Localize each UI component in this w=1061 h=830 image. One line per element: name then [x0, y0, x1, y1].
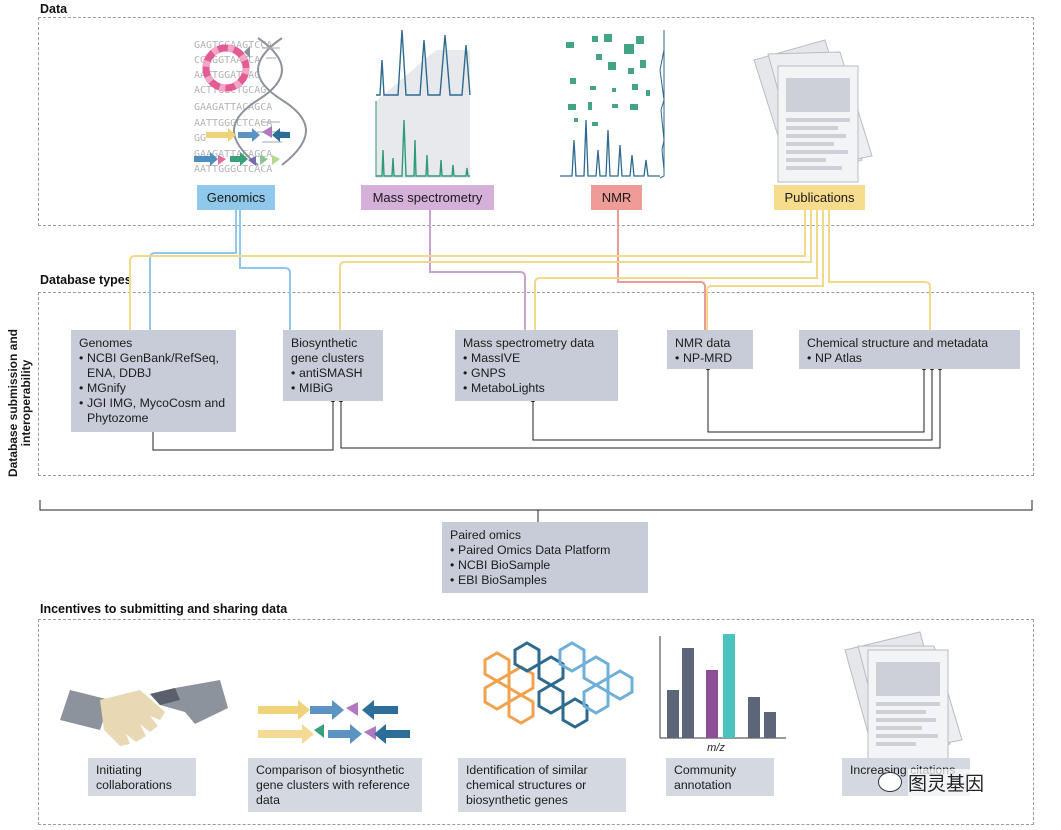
publications-illustration: [753, 39, 873, 183]
incentives-panel: [38, 619, 1034, 825]
section-title-database-types: Database types: [40, 273, 132, 287]
watermark: 图灵基因: [878, 768, 985, 796]
dna-line-9: AATTGGGCTCACA: [194, 164, 272, 175]
chemical-structure-illustration: [483, 641, 634, 729]
dna-line-8: GAAGATTACAGCA: [194, 149, 272, 160]
paired-omics-box: Paired omics Paired Omics Data Platform …: [442, 522, 648, 593]
dna-line-5: GAAGATTACAGCA: [194, 102, 272, 113]
paired-omics-item: NCBI BioSample: [450, 558, 640, 573]
data-panel: [38, 17, 1034, 226]
db-title-nmr: NMR data: [675, 336, 731, 350]
db-item: GNPS: [463, 366, 610, 381]
db-title-chemical: Chemical structure and metadata: [807, 336, 989, 350]
db-item: MGnify: [79, 381, 228, 396]
db-item: JGI IMG, MycoCosm and Phytozome: [79, 396, 228, 426]
paired-omics-item: Paired Omics Data Platform: [450, 543, 640, 558]
incentive-community-annotation: Community annotation: [666, 758, 774, 796]
db-item: MassIVE: [463, 351, 610, 366]
dna-line-3: AATTGGATTAG: [194, 70, 260, 81]
incentive-identification: Identification of similar chemical struc…: [458, 758, 626, 812]
db-title-bgc: Biosynthetic gene clusters: [291, 336, 365, 365]
db-box-mass-spec: Mass spectrometry data MassIVE GNPS Meta…: [455, 330, 618, 401]
paired-omics-title: Paired omics: [450, 528, 522, 542]
gene-cluster-comparison-illustration: [258, 700, 410, 744]
db-item: NCBI GenBank/RefSeq, ENA, DDBJ: [79, 351, 228, 381]
citations-illustration: [844, 631, 963, 769]
db-item: MetaboLights: [463, 381, 610, 396]
tag-genomics: Genomics: [197, 185, 275, 210]
db-title-mass-spec: Mass spectrometry data: [463, 336, 595, 350]
db-title-genomes: Genomes: [79, 336, 133, 350]
connectors-data-to-db: [129, 208, 931, 332]
db-item: antiSMASH: [291, 366, 375, 381]
db-item: MIBiG: [291, 381, 375, 396]
handshake-illustration: [60, 680, 228, 746]
mz-axis-label: m/z: [707, 742, 725, 754]
link-dots: [330, 365, 943, 403]
dna-line-2: CGAGGTAATCA: [194, 55, 260, 66]
incentive-collaborations: Initiating collaborations: [88, 758, 196, 796]
tag-publications: Publications: [774, 185, 865, 210]
dna-line-7: GG: [194, 133, 206, 144]
db-box-chemical: Chemical structure and metadata NP Atlas: [799, 330, 1020, 369]
wechat-icon: [878, 772, 902, 792]
section-title-data: Data: [40, 2, 68, 16]
mass-spec-illustration: [375, 29, 471, 178]
incentive-bgc-comparison: Comparison of biosynthetic gene clusters…: [248, 758, 422, 812]
interoperability-links: [39, 368, 1033, 522]
watermark-text: 图灵基因: [908, 768, 985, 796]
db-item: NP-MRD: [675, 351, 745, 366]
community-annotation-chart: m/z: [659, 634, 786, 754]
nmr-illustration: [560, 30, 665, 179]
tag-nmr: NMR: [591, 185, 642, 210]
tag-mass-spectrometry: Mass spectrometry: [361, 185, 494, 210]
db-box-nmr: NMR data NP-MRD: [667, 330, 753, 369]
dna-line-1: GAGTGCAAGTCCA: [194, 40, 272, 51]
genomics-illustration: GAGTGCAAGTCCA CGAGGTAATCA AATTGGATTAG AC…: [194, 37, 307, 175]
paired-omics-item: EBI BioSamples: [450, 573, 640, 588]
section-title-incentives: Incentives to submitting and sharing dat…: [40, 602, 288, 616]
db-item: NP Atlas: [807, 351, 1012, 366]
dna-line-6: AATTGGGCTCACA: [194, 118, 272, 129]
db-box-bgc: Biosynthetic gene clusters antiSMASH MIB…: [283, 330, 383, 401]
db-box-genomes: Genomes NCBI GenBank/RefSeq, ENA, DDBJ M…: [71, 330, 236, 432]
